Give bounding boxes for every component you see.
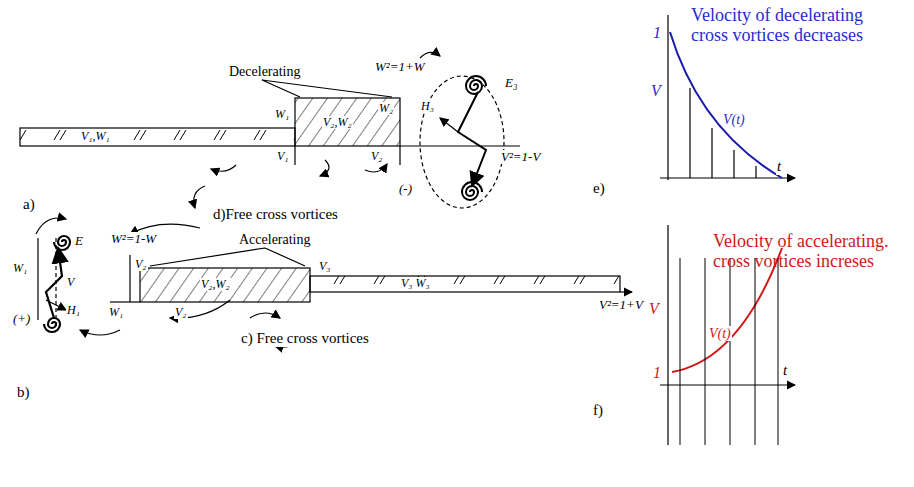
axis-label: t — [776, 158, 782, 175]
velocity-label: V²=1-V — [500, 150, 541, 164]
velocity-label: V²=1+V — [598, 298, 644, 312]
panel-caption: c) Free cross vortices — [240, 330, 370, 347]
velocity-label: W²=1-W — [110, 232, 157, 246]
panel-letter: b) — [16, 384, 31, 401]
axis-label: 1 — [652, 24, 662, 42]
sign-label: (+) — [12, 312, 31, 326]
graph-caption: Velocity of decelerating cross vortices … — [690, 6, 902, 46]
velocity-label: V₃ — [318, 260, 332, 273]
velocity-label: W₁ — [108, 306, 124, 319]
flow-label: Accelerating — [238, 232, 312, 247]
panel-letter: f) — [592, 402, 604, 419]
velocity-label: W₂ — [378, 102, 394, 115]
axis-label: 1 — [652, 364, 662, 382]
vortex-label: H₃ — [420, 100, 435, 113]
vortex-label: E — [74, 234, 84, 248]
axis-label: V — [650, 82, 662, 100]
vortex-label: H₁ — [66, 304, 81, 317]
velocity-label: W₁ — [274, 108, 290, 121]
curve-label: V(t) — [708, 326, 732, 341]
velocity-label: W²=1+W — [374, 60, 426, 74]
vortex-label: E₃ — [504, 76, 518, 90]
velocity-label: V₁,W₁ — [80, 130, 111, 143]
panel-caption: d)Free cross vortices — [212, 206, 339, 223]
sign-label: (-) — [398, 182, 413, 196]
curve-label: V(t) — [722, 112, 746, 127]
velocity-label: V₂ — [370, 150, 384, 163]
panel-letter: e) — [592, 180, 606, 197]
velocity-label: V₃ W₃ — [400, 277, 431, 290]
axis-label: V — [648, 300, 660, 318]
velocity-label: V₂ — [174, 306, 188, 319]
velocity-label: V₂,W₂ — [200, 278, 231, 291]
velocity-label: V₁ — [276, 150, 290, 163]
velocity-label: V₂,W₂ — [322, 116, 353, 129]
velocity-label: V — [66, 276, 75, 289]
flow-label: Decelerating — [228, 64, 302, 79]
velocity-label: W₁ — [12, 262, 28, 275]
graph-caption: Velocity of accelerating. cross vortices… — [712, 232, 909, 272]
panel-letter: a) — [22, 196, 36, 213]
velocity-label: V₂ — [134, 258, 148, 271]
axis-label: t — [782, 362, 788, 379]
